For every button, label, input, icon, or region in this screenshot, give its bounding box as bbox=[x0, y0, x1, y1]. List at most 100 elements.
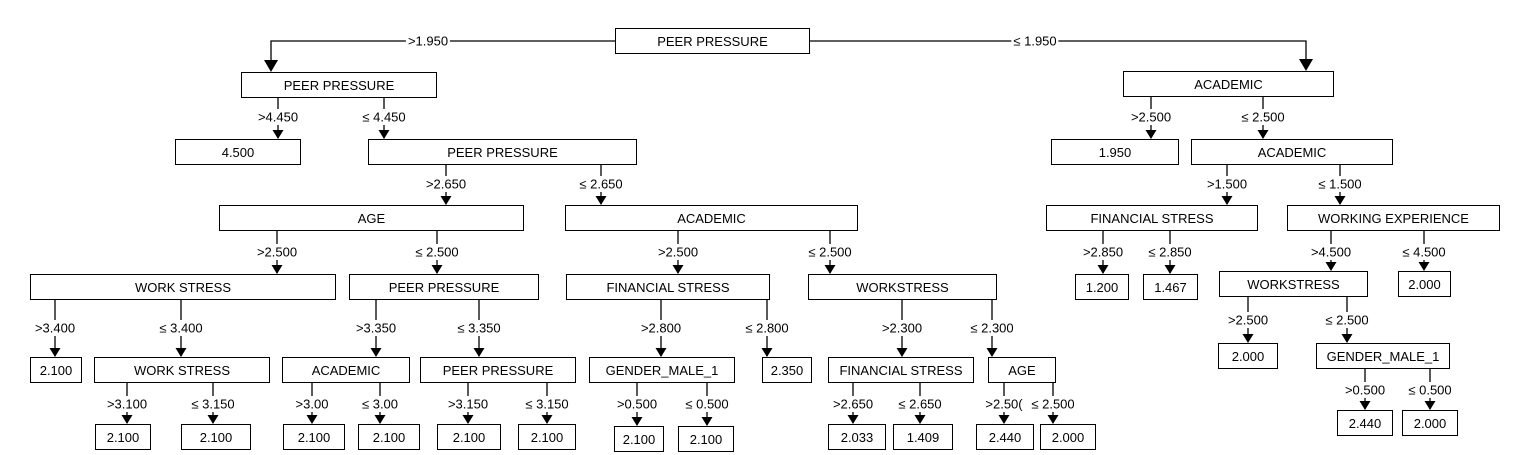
split-condition-label: >1.500 bbox=[1206, 176, 1248, 192]
split-condition-label: ≤ 4.500 bbox=[1402, 244, 1446, 260]
split-node: GENDER_MALE_1 bbox=[589, 357, 735, 383]
split-node: PEER PRESSURE bbox=[241, 72, 437, 98]
arrow-head-icon bbox=[378, 130, 390, 139]
split-condition-label: ≤ 0.500 bbox=[685, 396, 729, 412]
leaf-value-node: 2.000 bbox=[1218, 343, 1278, 369]
split-node: WORK STRESS bbox=[30, 274, 336, 300]
split-condition-label: >3.400 bbox=[34, 320, 76, 336]
split-condition-label: >3.350 bbox=[355, 320, 397, 336]
split-condition-label: ≤ 2.300 bbox=[970, 320, 1014, 336]
arrow-head-icon bbox=[271, 265, 283, 274]
arrow-head-icon bbox=[847, 415, 859, 424]
split-condition-label: >2.50( bbox=[985, 396, 1023, 412]
split-node: PEER PRESSURE bbox=[349, 274, 539, 300]
arrow-head-icon bbox=[207, 415, 219, 424]
arrow-head-icon bbox=[761, 348, 773, 357]
arrow-head-icon bbox=[655, 348, 667, 357]
split-condition-label: ≤ 3.00 bbox=[361, 396, 399, 412]
leaf-value-node: 2.100 bbox=[678, 426, 734, 452]
arrow-head-icon bbox=[1334, 196, 1346, 205]
split-condition-label: ≤ 2.500 bbox=[1031, 396, 1075, 412]
arrow-head-icon bbox=[824, 265, 836, 274]
split-condition-label: >2.650 bbox=[832, 396, 874, 412]
split-condition-label: ≤ 3.150 bbox=[525, 396, 569, 412]
leaf-value-node: 2.440 bbox=[976, 424, 1034, 450]
split-condition-label: >4.450 bbox=[257, 109, 299, 125]
split-node: AGE bbox=[219, 205, 524, 231]
arrow-head-icon bbox=[1299, 59, 1313, 71]
leaf-value-node: 2.000 bbox=[1402, 410, 1458, 436]
arrow-head-icon bbox=[595, 196, 607, 205]
leaf-value-node: 2.100 bbox=[358, 424, 420, 450]
split-node: WORKING EXPERIENCE bbox=[1287, 205, 1500, 231]
leaf-value-node: 1.200 bbox=[1075, 274, 1129, 300]
split-node: FINANCIAL STRESS bbox=[828, 357, 974, 383]
arrow-head-icon bbox=[272, 130, 284, 139]
arrow-head-icon bbox=[264, 60, 278, 72]
split-condition-label: >3.150 bbox=[447, 396, 489, 412]
split-condition-label: >2.800 bbox=[640, 320, 682, 336]
arrow-head-icon bbox=[370, 348, 382, 357]
leaf-value-node: 1.467 bbox=[1143, 274, 1198, 300]
leaf-value-node: 2.100 bbox=[437, 424, 501, 450]
split-node: FINANCIAL STRESS bbox=[1046, 205, 1258, 231]
split-condition-label: ≤ 3.400 bbox=[159, 320, 203, 336]
arrow-head-icon bbox=[473, 348, 485, 357]
leaf-value-node: 2.033 bbox=[828, 424, 886, 450]
split-node: WORKSTRESS bbox=[808, 274, 997, 300]
arrow-head-icon bbox=[1325, 262, 1337, 271]
arrow-head-icon bbox=[1145, 130, 1157, 139]
split-node: ACADEMIC bbox=[1123, 71, 1334, 97]
leaf-value-node: 2.100 bbox=[283, 424, 345, 450]
split-condition-label: ≤ 2.850 bbox=[1148, 244, 1192, 260]
arrow-head-icon bbox=[986, 348, 998, 357]
split-condition-label: ≤ 2.650 bbox=[898, 396, 942, 412]
arrow-head-icon bbox=[896, 348, 908, 357]
arrow-head-icon bbox=[672, 265, 684, 274]
leaf-value-node: 2.440 bbox=[1337, 410, 1393, 436]
split-node: ACADEMIC bbox=[282, 357, 410, 383]
split-condition-label: ≤ 2.800 bbox=[745, 320, 789, 336]
split-node: WORKSTRESS bbox=[1219, 271, 1368, 297]
arrow-head-icon bbox=[541, 415, 553, 424]
arrow-head-icon bbox=[914, 415, 926, 424]
arrow-head-icon bbox=[1424, 401, 1436, 410]
split-node: AGE bbox=[988, 357, 1056, 383]
leaf-value-node: 2.100 bbox=[518, 424, 576, 450]
leaf-value-node: 2.000 bbox=[1398, 271, 1451, 297]
leaf-value-node: 2.100 bbox=[181, 424, 251, 450]
split-node: WORK STRESS bbox=[94, 357, 270, 383]
split-condition-label: >2.500 bbox=[1130, 109, 1172, 125]
arrow-head-icon bbox=[1341, 334, 1353, 343]
arrow-head-icon bbox=[1359, 401, 1371, 410]
split-condition-label: >2.500 bbox=[657, 244, 699, 260]
split-condition-label: >1.950 bbox=[405, 33, 451, 49]
split-node: PEER PRESSURE bbox=[368, 139, 637, 165]
split-condition-label: ≤ 3.350 bbox=[457, 320, 501, 336]
split-node: ACADEMIC bbox=[1191, 139, 1393, 165]
arrow-head-icon bbox=[1047, 415, 1059, 424]
arrow-head-icon bbox=[631, 417, 643, 426]
arrow-head-icon bbox=[306, 415, 318, 424]
arrow-head-icon bbox=[121, 415, 133, 424]
split-condition-label: ≤ 2.650 bbox=[579, 176, 623, 192]
split-condition-label: >2.650 bbox=[425, 176, 467, 192]
leaf-value-node: 2.100 bbox=[95, 424, 151, 450]
leaf-value-node: 2.350 bbox=[762, 357, 812, 383]
arrow-head-icon bbox=[374, 415, 386, 424]
split-condition-label: >3.100 bbox=[106, 396, 148, 412]
leaf-value-node: 1.950 bbox=[1051, 139, 1179, 165]
arrow-head-icon bbox=[1418, 262, 1430, 271]
split-node: ACADEMIC bbox=[565, 205, 858, 231]
arrow-head-icon bbox=[1164, 265, 1176, 274]
split-node: PEER PRESSURE bbox=[420, 357, 576, 383]
leaf-value-node: 2.100 bbox=[30, 357, 82, 383]
arrow-head-icon bbox=[462, 415, 474, 424]
split-condition-label: >2.850 bbox=[1082, 244, 1124, 260]
arrow-head-icon bbox=[1097, 265, 1109, 274]
arrow-head-icon bbox=[1257, 130, 1269, 139]
split-condition-label: ≤ 2.500 bbox=[1241, 109, 1285, 125]
split-condition-label: >0.500 bbox=[616, 396, 658, 412]
